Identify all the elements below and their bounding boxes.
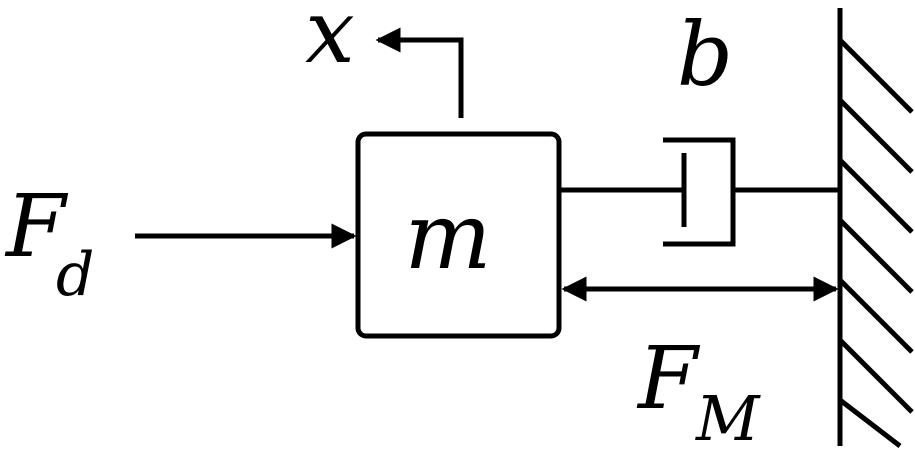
mass-label: m xyxy=(404,183,491,290)
displacement-label: x xyxy=(305,0,355,83)
muscle-force-base: F xyxy=(636,329,701,429)
damper-icon xyxy=(559,137,840,247)
wall-icon xyxy=(837,8,914,448)
drive-force-base: F xyxy=(4,177,69,277)
damping-label: b xyxy=(677,3,733,106)
displacement-arrow xyxy=(375,27,464,118)
muscle-force-label: F M xyxy=(636,329,761,449)
drive-force-subscript: d xyxy=(56,240,94,310)
drive-force-label: F d xyxy=(4,177,94,310)
mass-block xyxy=(355,131,562,339)
muscle-force-subscript: M xyxy=(695,382,761,449)
